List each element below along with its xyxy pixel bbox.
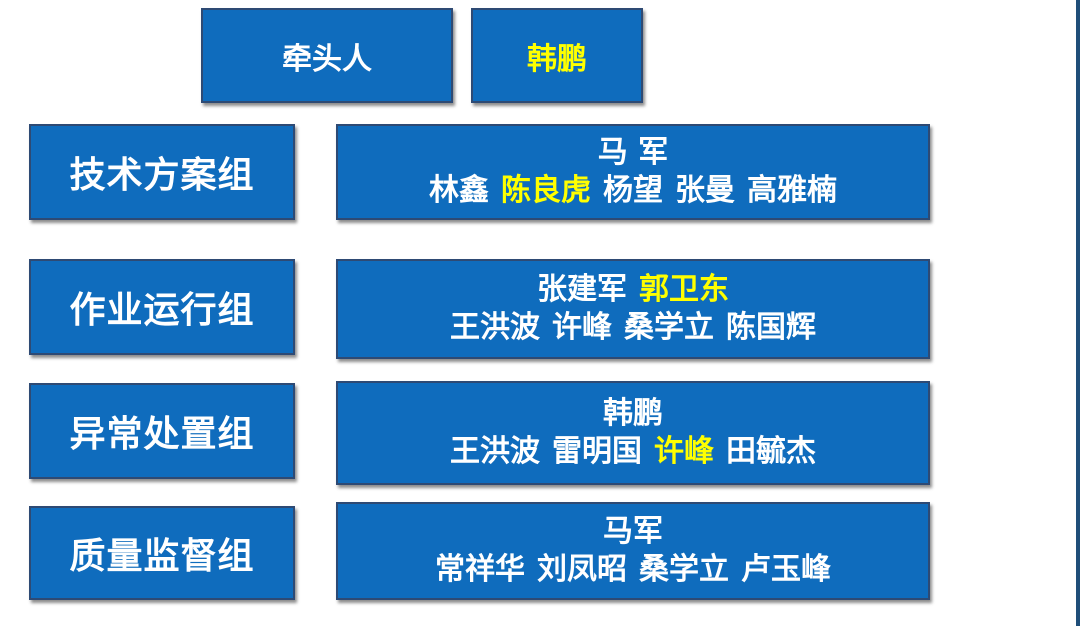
group-name: 作业运行组 [69,290,255,331]
highlighted-person-name: 郭卫东 [639,272,729,307]
person-name: 许峰 [552,310,612,345]
group-leaders-line: 张建军郭卫东 [537,271,729,309]
group-members-line: 王洪波许峰桑学立陈国辉 [450,309,816,347]
person-name: 马军 [603,514,663,549]
group-label-box: 作业运行组 [29,259,295,355]
lead-label: 牵头人 [282,41,372,77]
person-name: 韩鹏 [603,396,663,431]
group-name: 质量监督组 [69,536,255,577]
group-members-line: 王洪波雷明国许峰田毓杰 [450,433,816,471]
group-label-box: 异常处置组 [29,383,295,479]
group-label-box: 质量监督组 [29,506,295,600]
highlighted-person-name: 陈良虎 [501,173,591,208]
person-name: 林鑫 [429,173,489,208]
person-name: 雷明国 [552,434,642,469]
group-name: 异常处置组 [69,414,255,455]
person-name: 桑学立 [639,552,729,587]
person-name: 杨望 [603,173,663,208]
lead-name-box: 韩鹏 [471,8,643,103]
person-name: 王洪波 [450,434,540,469]
person-name: 刘凤昭 [537,552,627,587]
group-members-box: 马 军 林鑫陈良虎杨望张曼高雅楠 [336,124,930,220]
person-name: 常祥华 [435,552,525,587]
right-edge-rule [1076,0,1080,626]
person-name: 张曼 [675,173,735,208]
lead-name: 韩鹏 [527,41,587,77]
group-members-box: 马军 常祥华刘凤昭桑学立卢玉峰 [336,502,930,600]
group-members-box: 韩鹏 王洪波雷明国许峰田毓杰 [336,381,930,485]
person-name: 陈国辉 [726,310,816,345]
group-members-box: 张建军郭卫东 王洪波许峰桑学立陈国辉 [336,259,930,359]
group-members-line: 常祥华刘凤昭桑学立卢玉峰 [435,551,831,589]
group-leaders-line: 马军 [603,513,663,551]
person-name: 田毓杰 [726,434,816,469]
group-leaders-line: 马 军 [598,134,668,172]
person-name: 马 军 [597,135,669,170]
group-leaders-line: 韩鹏 [603,395,663,433]
group-label-box: 技术方案组 [29,124,295,220]
group-members-line: 林鑫陈良虎杨望张曼高雅楠 [429,172,837,210]
person-name: 高雅楠 [747,173,837,208]
lead-label-box: 牵头人 [201,8,453,103]
person-name: 王洪波 [450,310,540,345]
person-name: 卢玉峰 [741,552,831,587]
group-name: 技术方案组 [69,155,255,196]
highlighted-person-name: 许峰 [654,434,714,469]
person-name: 张建军 [537,272,627,307]
person-name: 桑学立 [624,310,714,345]
